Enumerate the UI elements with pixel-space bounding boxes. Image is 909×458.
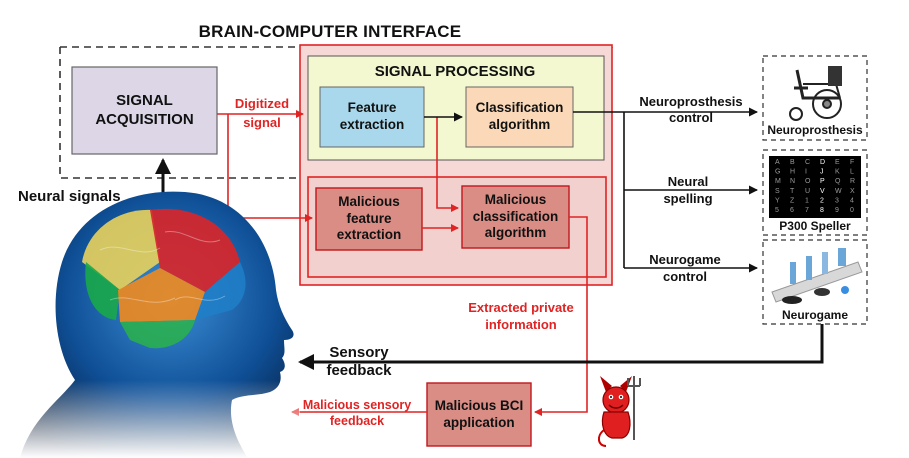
- neuroprosthesis-caption: Neuroprosthesis: [767, 123, 863, 137]
- neural-spelling-label: Neural spelling: [663, 174, 713, 206]
- wheelchair-icon: [789, 66, 842, 121]
- malicious-feature-extraction-box: [315, 187, 423, 251]
- neurogame-icon: [771, 248, 863, 304]
- signal-processing-label: SIGNAL PROCESSING: [374, 63, 536, 80]
- speller-cell: L: [850, 169, 854, 176]
- speller-cell: P: [820, 178, 825, 185]
- p300-speller-caption: P300 Speller: [779, 219, 851, 233]
- speller-cell: Y: [775, 197, 780, 204]
- signal-acquisition-label: SIGNAL ACQUISITION: [95, 91, 194, 128]
- signal-acquisition-box: [71, 66, 218, 155]
- malicious-classification-label: Malicious classification algorithm: [472, 191, 559, 241]
- neural-signals-label: Neural signals: [18, 188, 121, 205]
- diagram-title: BRAIN-COMPUTER INTERFACE: [198, 22, 462, 41]
- speller-cell: M: [775, 178, 781, 185]
- speller-cell: 0: [850, 207, 854, 214]
- devil-icon: [598, 376, 641, 447]
- classification-algorithm-label: Classification algorithm: [475, 100, 564, 132]
- speller-cell: 6: [790, 207, 794, 214]
- speller-cell: S: [775, 188, 780, 195]
- speller-cell: 3: [835, 197, 839, 204]
- speller-cell: F: [850, 159, 854, 166]
- speller-cell: K: [835, 169, 840, 176]
- neuroprosthesis-control-label: Neuroprosthesis control: [639, 94, 743, 126]
- speller-cell: D: [820, 159, 825, 166]
- classification-algorithm-box: [465, 86, 574, 148]
- human-head-icon: [0, 191, 300, 458]
- malicious-bci-application-label: Malicious BCI application: [434, 397, 524, 430]
- speller-cell: 5: [775, 207, 779, 214]
- sensory-feedback-label: Sensory feedback: [326, 344, 392, 379]
- feature-extraction-box: [319, 86, 425, 148]
- speller-cell: V: [820, 188, 825, 195]
- speller-cell: T: [790, 188, 795, 195]
- speller-cell: E: [835, 159, 840, 166]
- speller-cell: R: [850, 178, 855, 185]
- feature-extraction-label: Feature extraction: [339, 100, 405, 132]
- malicious-bci-application-box: [426, 382, 532, 447]
- speller-cell: O: [805, 178, 811, 185]
- neurogame-caption: Neurogame: [781, 308, 849, 322]
- speller-cell: B: [790, 159, 795, 166]
- malicious-feature-extraction-label: Malicious feature extraction: [336, 193, 402, 243]
- speller-cell: C: [805, 159, 810, 166]
- speller-cell: Z: [790, 197, 795, 204]
- digitized-signal-label: Digitized signal: [234, 96, 290, 130]
- speller-grid-bg: [769, 156, 861, 218]
- speller-cell: W: [835, 188, 842, 195]
- speller-cell: 1: [805, 197, 809, 204]
- speller-cell: J: [820, 169, 824, 176]
- speller-cell: Q: [835, 178, 841, 185]
- neurogame-control-label: Neurogame control: [649, 252, 721, 284]
- speller-cell: U: [805, 188, 810, 195]
- speller-cell: H: [790, 169, 795, 176]
- speller-cell: G: [775, 169, 780, 176]
- speller-grid: A B C D E F G H I J K L M N O P Q R S T U V W X Y Z 1 2 3 4 5 6 7 8 9 0: [775, 159, 855, 214]
- speller-cell: N: [790, 178, 795, 185]
- speller-cell: 7: [805, 207, 809, 214]
- malicious-sensory-feedback-label: Malicious sensory feedback: [302, 398, 412, 428]
- speller-cell: 4: [850, 197, 854, 204]
- extracted-private-info-label: Extracted private information: [468, 300, 574, 332]
- speller-cell: 8: [820, 207, 824, 214]
- speller-cell: I: [805, 169, 807, 176]
- sensory-feedback-arrow: [298, 323, 824, 370]
- speller-cell: X: [850, 188, 855, 195]
- speller-cell: A: [775, 159, 780, 166]
- speller-cell: 2: [820, 197, 824, 204]
- malicious-classification-box: [461, 185, 570, 249]
- speller-cell: 9: [835, 207, 839, 214]
